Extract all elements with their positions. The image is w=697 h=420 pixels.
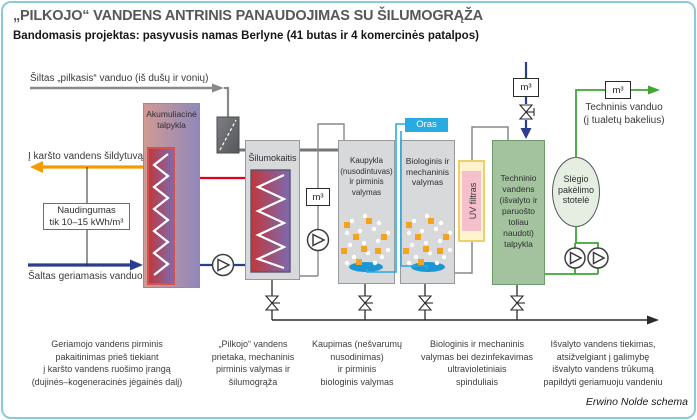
caption-settling: Kaupimas (nešvarumų nusodinimas) ir pirm… xyxy=(311,339,403,387)
storage-settling-tank: Kaupykla (nusodintuvas) ir pirminis valy… xyxy=(338,140,395,284)
heat-exchanger-tank: Šilumokaitis xyxy=(245,140,300,280)
label-cold-drinking: Šaltas geriamasis vanduo xyxy=(28,271,143,282)
caption-bio-uv: Biologinis ir mechaninis valymas bei dez… xyxy=(420,339,534,387)
caption-preheating: Geriamojo vandens pirminis pakaitinimas … xyxy=(31,339,183,387)
bio-treatment-tank: Biologinis ir mechaninis valymas xyxy=(400,140,455,284)
credit: Erwino Nolde schema xyxy=(585,396,688,408)
label-grey-water-in: Šiltas „pilkasis“ vanduo (iš dušų ir von… xyxy=(30,73,209,84)
accumulator-tank: Akumuliacinė talpykla xyxy=(143,103,200,288)
page-subtitle: Bandomasis projektas: pasyvusis namas Be… xyxy=(13,30,479,42)
flow-meter-makeup: m³ xyxy=(513,78,539,97)
caption-supply: Išvalyto vandens tiekimas, atsižvelgiant… xyxy=(543,339,663,387)
flow-meter-technical: m³ xyxy=(605,81,631,99)
air-supply-box: Oras xyxy=(405,118,448,132)
technical-water-tank: Techninio vandens (išvalyto ir paruošto … xyxy=(492,140,545,285)
label-technical-out: Techninis vanduo (į tualetų bakelius) xyxy=(583,102,665,126)
pressure-boost-station: Slėgio pakėlimo stotelė xyxy=(552,157,600,227)
label-to-hot-water: Į karšto vandens šildytuvą xyxy=(28,151,144,162)
page-title: „PILKOJO“ VANDENS ANTRINIS PANAUDOJIMAS … xyxy=(13,8,483,24)
caption-inflow: „Pilkojo“ vandens prietaka, mechaninis p… xyxy=(211,339,295,387)
uv-filter-label: UV filtras xyxy=(468,182,478,220)
efficiency-note: Naudingumas tik 10–15 kWh/m³ xyxy=(43,203,130,230)
flow-meter-greywater: m³ xyxy=(306,188,330,206)
uv-lamp xyxy=(462,171,481,231)
